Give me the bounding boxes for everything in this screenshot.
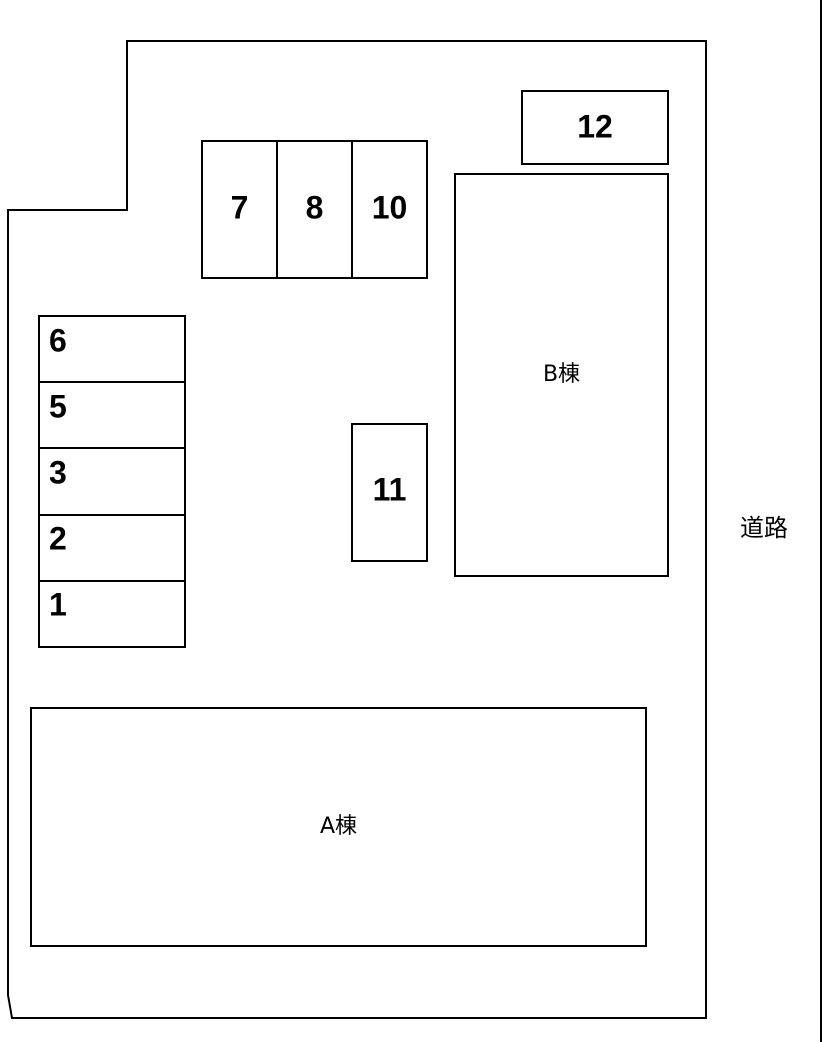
parking-spot-12[interactable]: 12	[521, 90, 669, 165]
building-b: B棟	[454, 173, 669, 577]
parking-spot-2[interactable]: 2	[38, 514, 186, 582]
property-boundary	[7, 40, 707, 1019]
parking-spot-1[interactable]: 1	[38, 580, 186, 648]
building-a: A棟	[30, 707, 647, 947]
parking-spot-10-label: 10	[372, 189, 408, 225]
parking-spot-1-label: 1	[49, 586, 67, 622]
parking-spot-7[interactable]: 7	[201, 140, 278, 279]
parking-spot-3-label: 3	[49, 454, 67, 490]
parking-spot-8-label: 8	[306, 189, 324, 225]
parking-spot-3[interactable]: 3	[38, 447, 186, 516]
parking-spot-2-label: 2	[49, 520, 67, 556]
parking-spot-8[interactable]: 8	[276, 140, 353, 279]
parking-spot-7-label: 7	[231, 189, 249, 225]
parking-spot-11[interactable]: 11	[351, 423, 428, 562]
building-a-label: A棟	[320, 814, 357, 839]
parking-spot-6-label: 6	[49, 322, 67, 358]
parking-spot-11-label: 11	[373, 471, 407, 507]
road-label: 道路	[740, 514, 788, 542]
parking-spot-12-label: 12	[577, 108, 613, 144]
parking-spot-5-label: 5	[49, 388, 67, 424]
parking-spot-6[interactable]: 6	[38, 315, 186, 383]
building-b-label: B棟	[543, 362, 580, 387]
parking-spot-5[interactable]: 5	[38, 381, 186, 449]
parking-spot-10[interactable]: 10	[351, 140, 428, 279]
